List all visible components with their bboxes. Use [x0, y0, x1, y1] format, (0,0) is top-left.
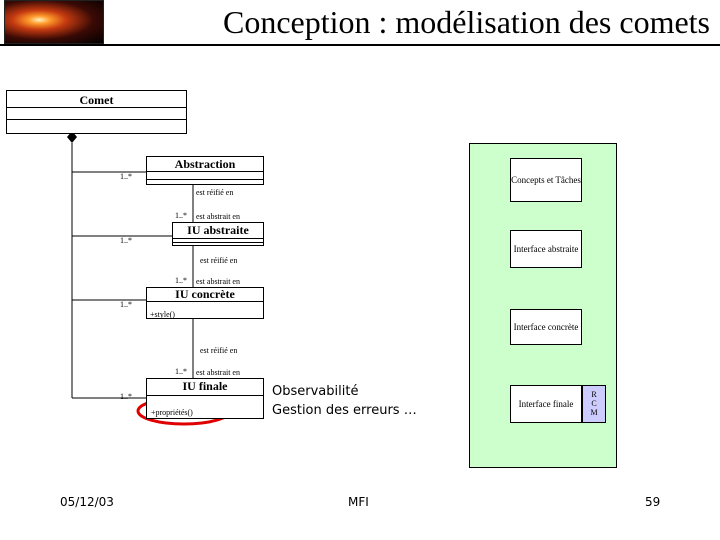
- comet-class-name: Comet: [79, 93, 114, 107]
- relation-label: est réifié en: [196, 188, 234, 197]
- side-box-concepts: Concepts et Tâches: [510, 158, 582, 202]
- multiplicity-label: 1..*: [175, 276, 187, 285]
- relation-label: est abstrait en: [196, 277, 240, 286]
- title-divider: [0, 44, 720, 46]
- iu-concrete-class: IU concrète +style(): [146, 287, 264, 319]
- comet-class: Comet: [6, 90, 187, 134]
- footer-page-number: 59: [645, 495, 661, 509]
- relation-label: est abstrait en: [196, 368, 240, 377]
- iu-abstraite-class-name: IU abstraite: [187, 223, 249, 237]
- rcm-letter: M: [590, 408, 598, 417]
- iu-finale-class: IU finale +propriétés(): [146, 378, 264, 419]
- note-observabilite: Observabilité: [272, 384, 359, 399]
- rcm-letter: R: [591, 390, 597, 399]
- footer-date: 05/12/03: [60, 495, 114, 509]
- composition-diamond: [67, 131, 77, 143]
- iu-finale-attribute: +propriétés(): [151, 408, 193, 417]
- side-box-interface-abstraite: Interface abstraite: [510, 230, 582, 268]
- iu-concrete-class-name: IU concrète: [175, 287, 235, 301]
- iu-concrete-attribute: +style(): [150, 310, 175, 319]
- slide-title: Conception : modélisation des comets: [222, 4, 710, 40]
- footer-center: MFI: [348, 495, 369, 509]
- iu-finale-class-name: IU finale: [182, 379, 228, 393]
- multiplicity-label: 1..*: [175, 211, 187, 220]
- multiplicity-label: 1..*: [120, 392, 132, 401]
- abstraction-class: Abstraction: [146, 156, 264, 185]
- multiplicity-label: 1..*: [175, 367, 187, 376]
- side-box-interface-finale: Interface finale: [510, 385, 582, 423]
- rcm-letter: C: [591, 399, 597, 408]
- relation-label: est abstrait en: [196, 212, 240, 221]
- side-box-interface-concrete: Interface concrète: [510, 309, 582, 345]
- comet-logo: [4, 0, 104, 44]
- note-gestion-erreurs: Gestion des erreurs …: [272, 403, 417, 418]
- notes: Observabilité Gestion des erreurs …: [272, 382, 417, 420]
- relation-label: est réifié en: [200, 346, 238, 355]
- multiplicity-label: 1..*: [120, 236, 132, 245]
- multiplicity-label: 1..*: [120, 172, 132, 181]
- rcm-box: R C M: [582, 385, 606, 423]
- multiplicity-label: 1..*: [120, 300, 132, 309]
- abstraction-class-name: Abstraction: [174, 157, 236, 171]
- relation-label: est réifié en: [200, 256, 238, 265]
- iu-abstraite-class: IU abstraite: [172, 222, 264, 246]
